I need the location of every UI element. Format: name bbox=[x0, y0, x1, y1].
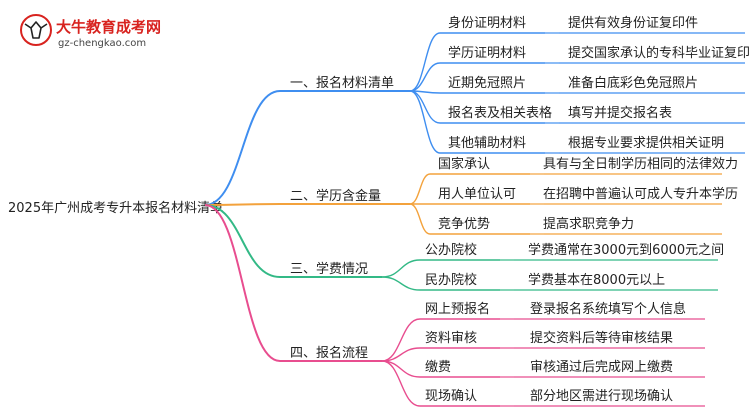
item-key: 网上预报名 bbox=[425, 301, 490, 317]
site-logo[interactable]: 大牛教育成考网 gz-chengkao.com bbox=[20, 14, 161, 49]
item-connector bbox=[409, 90, 441, 124]
item-key: 公办院校 bbox=[425, 242, 477, 258]
item-connector bbox=[381, 276, 421, 291]
item-connector bbox=[409, 62, 441, 92]
item-value: 提交资料后等待审核结果 bbox=[530, 330, 673, 346]
logo-title: 大牛教育成考网 bbox=[56, 18, 161, 36]
branch-connector bbox=[204, 204, 281, 362]
item-value: 在招聘中普遍认可成人专升本学历 bbox=[543, 186, 738, 202]
logo-mark-icon bbox=[20, 14, 52, 46]
item-key: 近期免冠照片 bbox=[448, 76, 526, 91]
logo-bull-icon bbox=[24, 21, 48, 39]
item-key: 国家承认 bbox=[438, 156, 490, 172]
item-key: 其他辅助材料 bbox=[448, 136, 526, 151]
item-key: 现场确认 bbox=[425, 389, 477, 404]
item-value: 部分地区需进行现场确认 bbox=[530, 389, 673, 404]
branch-connector bbox=[204, 90, 281, 206]
item-key: 竞争优势 bbox=[438, 216, 490, 232]
branch-label: 三、学费情况 bbox=[290, 261, 368, 277]
item-key: 缴费 bbox=[425, 360, 451, 375]
item-connector bbox=[381, 318, 421, 362]
item-connector bbox=[409, 203, 431, 235]
item-value: 提高求职竞争力 bbox=[543, 216, 634, 232]
branch-connector bbox=[204, 203, 281, 206]
item-value: 填写并提交报名表 bbox=[568, 105, 672, 121]
item-value: 提交国家承认的专科毕业证复印件 bbox=[568, 45, 750, 61]
item-connector bbox=[381, 259, 421, 278]
item-key: 用人单位认可 bbox=[438, 187, 516, 202]
mind-map-edges bbox=[204, 32, 745, 407]
branch-label: 四、报名流程 bbox=[290, 345, 368, 361]
item-key: 民办院校 bbox=[425, 272, 477, 288]
item-value: 提供有效身份证复印件 bbox=[568, 15, 698, 31]
item-connector bbox=[409, 90, 441, 154]
item-connector bbox=[409, 32, 441, 92]
item-value: 学费通常在3000元到6000元之间 bbox=[528, 242, 724, 258]
root-node: 2025年广州成考专升本报名材料清单 bbox=[8, 200, 223, 216]
item-key: 资料审核 bbox=[425, 331, 477, 346]
item-connector bbox=[409, 173, 431, 205]
item-key: 报名表及相关表格 bbox=[448, 105, 552, 121]
item-value: 具有与全日制学历相同的法律效力 bbox=[543, 156, 738, 172]
item-value: 学费基本在8000元以上 bbox=[528, 272, 665, 288]
item-value: 根据专业要求提供相关证明 bbox=[568, 135, 724, 151]
logo-url: gz-chengkao.com bbox=[58, 38, 146, 49]
item-value: 准备白底彩色免冠照片 bbox=[568, 75, 698, 91]
item-value: 审核通过后完成网上缴费 bbox=[530, 360, 673, 375]
item-connector bbox=[381, 360, 421, 407]
branch-connector bbox=[204, 204, 281, 278]
branch-label: 一、报名材料清单 bbox=[290, 75, 394, 91]
item-key: 学历证明材料 bbox=[448, 45, 526, 61]
branch-label: 二、学历含金量 bbox=[290, 188, 381, 204]
item-key: 身份证明材料 bbox=[448, 15, 526, 31]
item-value: 登录报名系统填写个人信息 bbox=[530, 301, 686, 317]
